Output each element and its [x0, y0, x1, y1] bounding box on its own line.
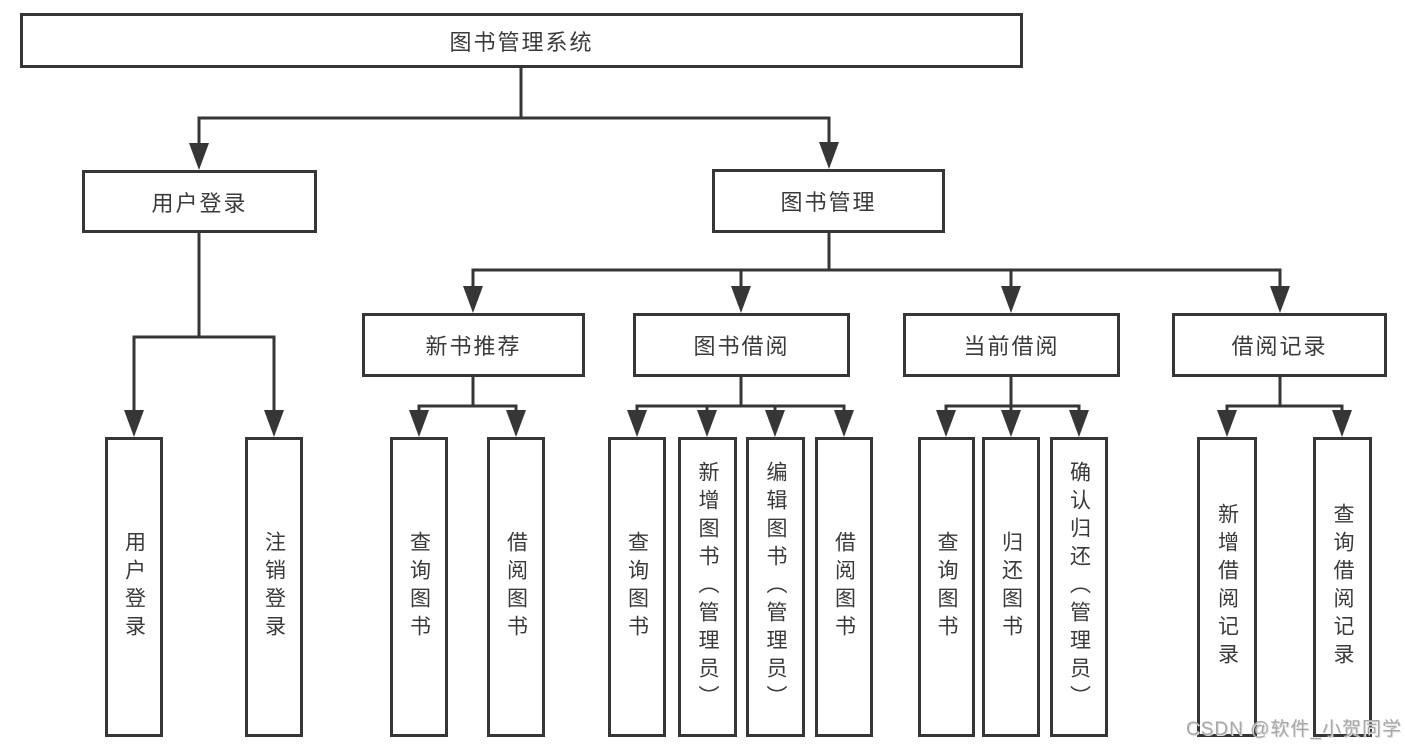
leaf-edit-books-admin: 编辑图书（管理员）: [746, 437, 805, 737]
leaf-add-borrow-record: 新增借阅记录: [1197, 437, 1257, 737]
node-user-login-label: 用户登录: [151, 190, 248, 216]
leaf-user-login: 用户登录: [105, 437, 163, 737]
node-book-management-label: 图书管理: [780, 190, 877, 215]
node-borrow-records: 借阅记录: [1172, 313, 1387, 377]
node-user-login: 用户登录: [82, 170, 317, 233]
node-new-book-recommend-label: 新书推荐: [425, 334, 522, 359]
node-book-management: 图书管理: [712, 169, 945, 233]
csdn-watermark: CSDN @软件_小贺同学: [1186, 719, 1402, 740]
leaf-query-borrow-record: 查询借阅记录: [1313, 437, 1372, 737]
leaf-query-books-borrowing: 查询图书: [608, 437, 666, 737]
leaf-query-books-current: 查询图书: [918, 437, 975, 737]
node-book-borrowing-label: 图书借阅: [693, 334, 790, 359]
leaf-borrow-books-recommend: 借阅图书: [487, 437, 545, 737]
leaf-logout: 注销登录: [245, 437, 303, 737]
node-library-management-system: 图书管理系统: [20, 13, 1023, 68]
leaf-confirm-return-admin: 确认归还（管理员）: [1050, 437, 1108, 737]
node-current-borrowing-label: 当前借阅: [963, 334, 1060, 359]
leaf-query-books-recommend: 查询图书: [390, 437, 448, 737]
node-library-management-system-label: 图书管理系统: [449, 29, 594, 55]
node-new-book-recommend: 新书推荐: [362, 313, 585, 377]
leaf-return-books: 归还图书: [982, 437, 1040, 737]
node-book-borrowing: 图书借阅: [633, 313, 850, 377]
leaf-borrow-books: 借阅图书: [815, 437, 873, 737]
node-current-borrowing: 当前借阅: [903, 313, 1120, 377]
node-borrow-records-label: 借阅记录: [1231, 334, 1328, 359]
leaf-add-books-admin: 新增图书（管理员）: [678, 437, 737, 737]
